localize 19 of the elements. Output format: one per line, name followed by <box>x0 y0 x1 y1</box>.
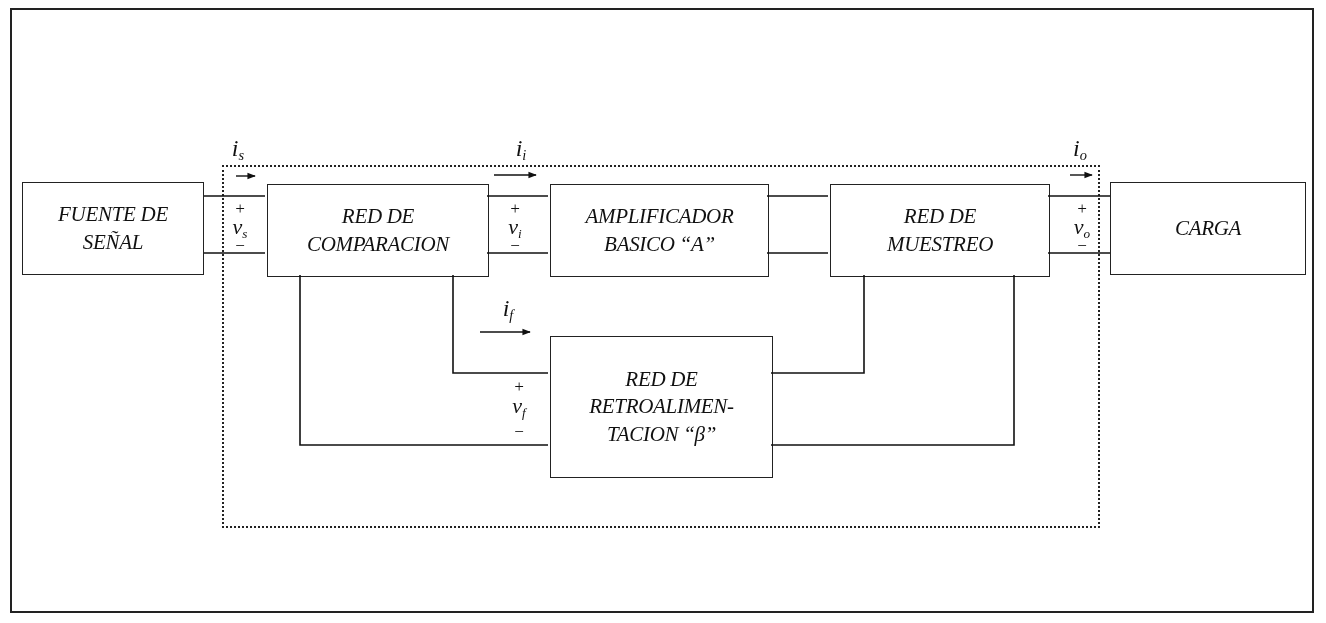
polarity-sign: + <box>509 200 521 217</box>
load-block: CARGA <box>1110 182 1306 275</box>
polarity-sign: − <box>513 423 525 440</box>
voltage-label: v$_{f}$ <box>512 395 526 420</box>
comparison-network-block: RED DE COMPARACION <box>267 184 489 277</box>
feedback-network-block: RED DE RETROALIMEN- TACION “β” <box>550 336 773 478</box>
polarity-sign: + <box>1076 200 1088 217</box>
current-label: i$_{s}$ <box>231 136 245 163</box>
polarity-sign: + <box>513 378 525 395</box>
amplifier-block: AMPLIFICADOR BASICO “A” <box>550 184 769 277</box>
source-block: FUENTE DE SEÑAL <box>22 182 204 275</box>
current-label: i$_{o}$ <box>1073 136 1087 163</box>
wire <box>203 195 266 197</box>
sampling-network-block: RED DE MUESTREO <box>830 184 1050 277</box>
current-label: i$_{i}$ <box>515 136 527 163</box>
dotted-boundary <box>222 165 1100 528</box>
wire <box>203 252 266 254</box>
current-label: i$_{f}$ <box>502 296 514 323</box>
polarity-sign: + <box>234 200 246 217</box>
